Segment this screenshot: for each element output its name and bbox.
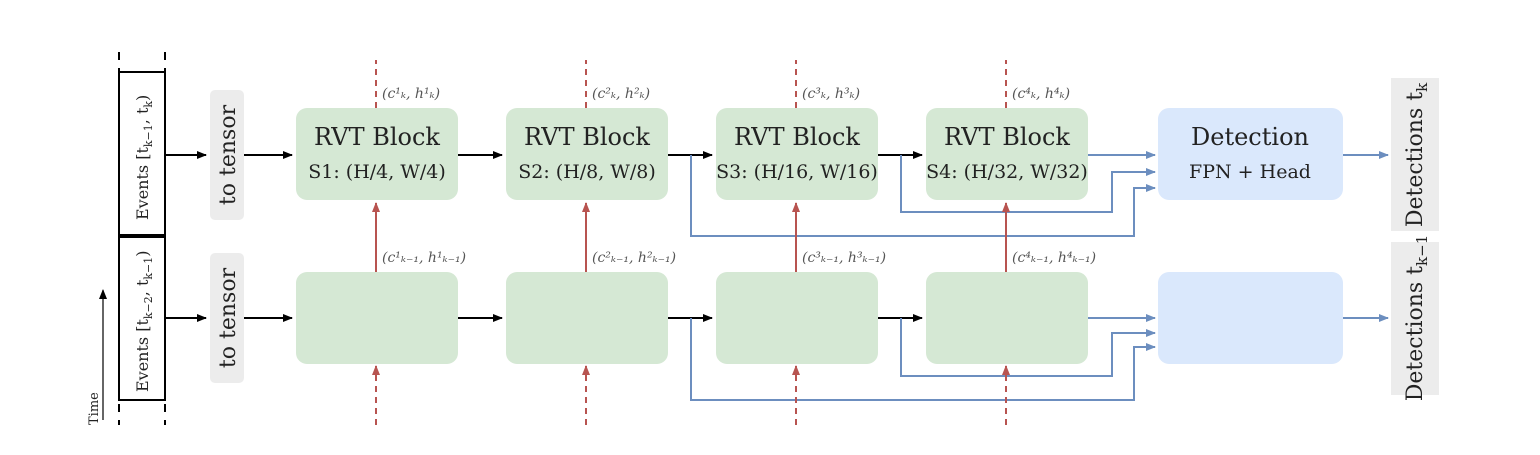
rvt-stage-3: RVT Block S3: (H/16, W/16) (716, 108, 878, 200)
rvt-stage-1-prev (296, 272, 458, 364)
stage-4-title: RVT Block (944, 123, 1070, 151)
detections-label-k: Detections tk (1403, 82, 1431, 227)
events-box-k-1 (118, 236, 166, 401)
to-tensor-box-k (210, 90, 244, 220)
rvt-stage-3-prev (716, 272, 878, 364)
rvt-stage-4-prev (926, 272, 1088, 364)
stage-1-title: RVT Block (314, 123, 440, 151)
fpn-connections-bottom (690, 314, 1389, 401)
stage-4-subtitle: S4: (H/32, W/32) (926, 161, 1088, 183)
to-tensor-box-k-1 (210, 253, 244, 383)
fpn-connections-top (690, 151, 1389, 237)
state-mid-3: (c³ₖ₋₁, h³ₖ₋₁) (802, 250, 886, 266)
events-label-k-1: Events [tk−2, tk−1) (133, 250, 155, 392)
detections-box-k-1 (1391, 242, 1439, 395)
rvt-stage-2: RVT Block S2: (H/8, W/8) (506, 108, 668, 200)
to-tensor-label-k: to tensor (216, 104, 241, 205)
stage-1-subtitle: S1: (H/4, W/4) (308, 161, 446, 183)
detections-label-k-1: Detections tk−1 (1403, 235, 1431, 401)
detections-box-k (1391, 78, 1439, 231)
events-label-k: Events [tk−1, tk) (133, 95, 155, 220)
stage-2-title: RVT Block (524, 123, 650, 151)
detection-title: Detection (1191, 123, 1309, 151)
state-mid-4: (c⁴ₖ₋₁, h⁴ₖ₋₁) (1012, 250, 1096, 266)
stage-3-subtitle: S3: (H/16, W/16) (716, 161, 878, 183)
stage-3-title: RVT Block (734, 123, 860, 151)
state-top-2: (c²ₖ, h²ₖ) (592, 86, 650, 102)
detection-block-k-1 (1158, 272, 1343, 364)
time-axis: Time (87, 289, 107, 425)
to-tensor-label-k-1: to tensor (216, 267, 241, 368)
rvt-stage-4: RVT Block S4: (H/32, W/32) (926, 108, 1088, 200)
state-top-1: (c¹ₖ, h¹ₖ) (382, 86, 440, 102)
state-mid-1: (c¹ₖ₋₁, h¹ₖ₋₁) (382, 250, 466, 266)
detection-subtitle: FPN + Head (1189, 161, 1311, 183)
time-axis-label: Time (87, 392, 102, 425)
rvt-stage-1: RVT Block S1: (H/4, W/4) (296, 108, 458, 200)
state-top-3: (c³ₖ, h³ₖ) (802, 86, 860, 102)
detection-block-k: Detection FPN + Head (1158, 108, 1343, 200)
stage-2-subtitle: S2: (H/8, W/8) (518, 161, 656, 183)
rvt-stage-2-prev (506, 272, 668, 364)
recurrent-state-arrows (372, 60, 1010, 425)
state-top-4: (c⁴ₖ, h⁴ₖ) (1012, 86, 1070, 102)
state-mid-2: (c²ₖ₋₁, h²ₖ₋₁) (592, 250, 676, 266)
events-box-k (118, 71, 166, 236)
